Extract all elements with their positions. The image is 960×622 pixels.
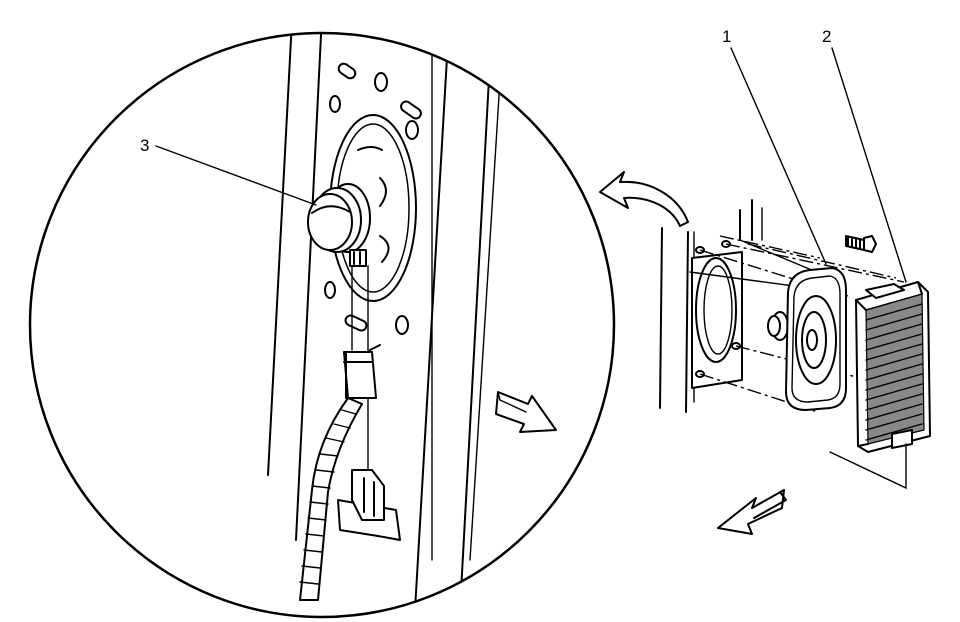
direction-arrow-detail <box>495 391 557 433</box>
callout-2: 2 <box>822 27 907 283</box>
door-trim-assembly <box>659 199 931 490</box>
speaker-grille <box>855 281 931 453</box>
detail-arrow <box>599 171 689 227</box>
callout-1: 1 <box>722 27 827 265</box>
wiring-harness <box>299 397 363 601</box>
door-panel-opening <box>691 240 743 389</box>
svg-text:1: 1 <box>722 27 731 46</box>
direction-arrow-main <box>717 489 787 535</box>
tweeter <box>307 183 371 267</box>
wire-connector <box>343 351 377 399</box>
screw <box>845 235 877 253</box>
svg-text:2: 2 <box>822 27 831 46</box>
speaker <box>785 267 847 411</box>
wire-clip <box>337 469 401 541</box>
detail-view <box>28 31 616 619</box>
svg-text:3: 3 <box>140 136 149 155</box>
callout-3: 3 <box>140 136 317 206</box>
door-panel-detail <box>267 33 557 611</box>
